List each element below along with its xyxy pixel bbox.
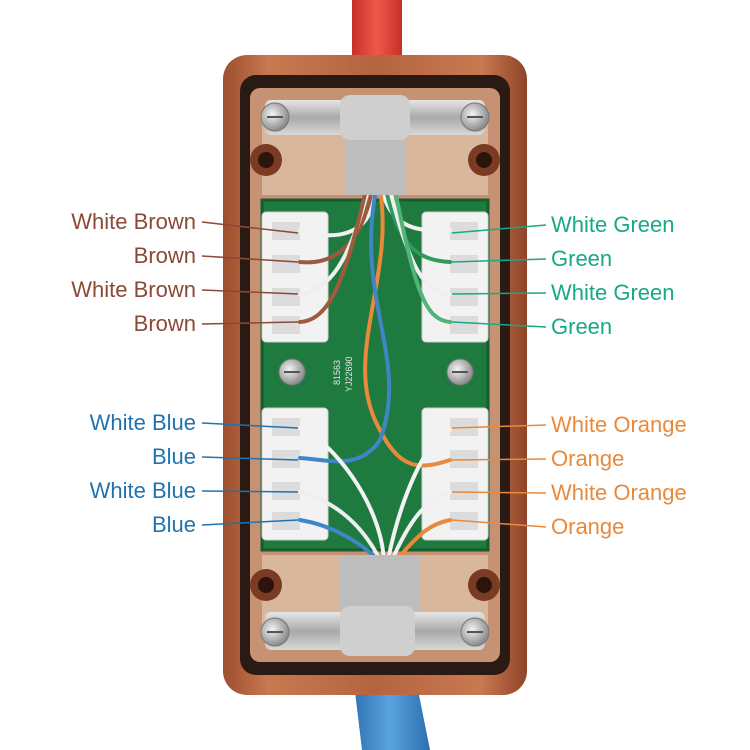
label-right-white-green-1: White Green	[551, 212, 675, 237]
leader-lines-left	[201, 221, 299, 526]
label-right-white-orange-2: White Orange	[551, 480, 687, 505]
label-left-white-brown-1: White Brown	[71, 209, 196, 234]
label-left-blue-1: Blue	[151, 444, 196, 469]
label-right-white-green-2: White Green	[551, 280, 675, 305]
label-left-white-brown-2: White Brown	[71, 277, 196, 302]
label-right-green-2: Green	[551, 314, 613, 339]
leader-lines-right	[451, 224, 547, 528]
label-left-blue-2: Blue	[151, 512, 196, 537]
bottom-cable-clamp	[260, 555, 490, 656]
label-right-orange-2: Orange	[551, 514, 625, 539]
label-left-white-blue-2: White Blue	[89, 478, 196, 503]
top-cable-clamp	[260, 95, 490, 195]
wire-bundle	[298, 188, 452, 562]
label-left-brown-2: Brown	[133, 311, 196, 336]
keystone-block-bottom-right	[421, 407, 489, 541]
board-code: YJ22690	[344, 356, 354, 392]
label-left-white-blue-1: White Blue	[89, 410, 196, 435]
label-right-green-1: Green	[551, 246, 613, 271]
keystone-block-bottom-left	[261, 407, 329, 541]
pcb-screw-icon	[278, 358, 474, 386]
label-left-brown-1: Brown	[133, 243, 196, 268]
label-right-orange-1: Orange	[551, 446, 625, 471]
label-right-white-orange-1: White Orange	[551, 412, 687, 437]
board-model-code: 81563	[332, 360, 342, 385]
mounting-hole-icon	[250, 144, 500, 601]
